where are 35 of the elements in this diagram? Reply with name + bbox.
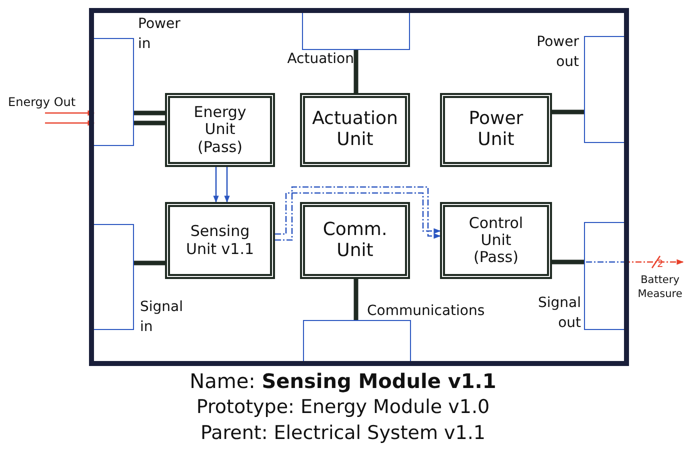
connector-line xyxy=(134,120,165,126)
connector-line xyxy=(552,110,584,114)
unit-box xyxy=(440,93,552,167)
connector-line xyxy=(134,110,165,116)
connector-line xyxy=(354,50,358,93)
arrow xyxy=(224,167,230,203)
port-label: Power out xyxy=(536,33,579,72)
unit-box xyxy=(165,93,275,167)
unit-label: Control Unit (Pass) xyxy=(468,214,524,266)
unit-label: Actuation Unit xyxy=(311,109,399,151)
prototype-line: Prototype: Energy Module v1.0 xyxy=(195,396,491,419)
name-line: Name: Sensing Module v1.1 xyxy=(188,369,498,393)
connector-line xyxy=(552,260,584,264)
unit-box xyxy=(165,202,275,279)
unit-box xyxy=(300,93,410,167)
edge-label: Energy Out xyxy=(8,95,76,109)
port-label: Communications xyxy=(367,302,486,321)
unit-box xyxy=(440,202,552,279)
arrow xyxy=(275,192,441,235)
module-frame xyxy=(89,8,629,366)
port-label: Signal out xyxy=(536,294,581,333)
parent-line: Parent: Electrical System v1.1 xyxy=(200,422,486,445)
connector-line xyxy=(354,279,358,320)
unit-label: Sensing Unit v1.1 xyxy=(184,223,256,258)
port-label: Power in xyxy=(138,15,182,54)
unit-label: Energy Unit (Pass) xyxy=(192,104,248,156)
unit-label: Power Unit xyxy=(468,109,524,151)
unit-box xyxy=(300,202,410,279)
edge-label: Battery Measure xyxy=(636,273,684,301)
port-label: Signal in xyxy=(140,298,184,337)
arrow xyxy=(213,167,219,203)
port-label: Actuation xyxy=(286,50,354,69)
arrow xyxy=(275,186,441,241)
unit-label: Comm. Unit xyxy=(322,220,388,262)
connector-line xyxy=(134,260,165,266)
